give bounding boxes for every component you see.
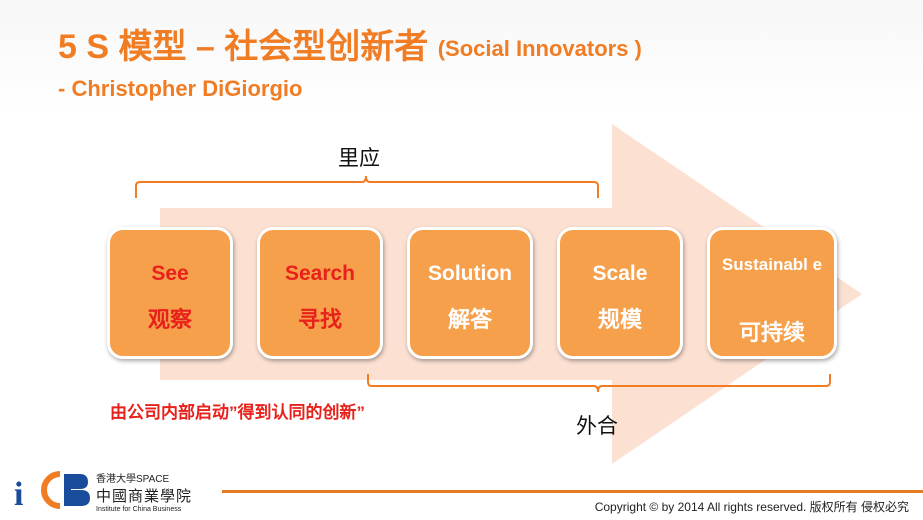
step-en: Solution — [428, 262, 512, 285]
label-inside: 里应 — [338, 147, 380, 170]
step-solution: Solution 解答 — [407, 227, 533, 359]
step-en: Search — [284, 262, 356, 285]
logo-text: 香港大學SPACE 中國商業學院 Institute for China Bus… — [96, 470, 236, 513]
step-zh: 寻找 — [297, 307, 342, 332]
page-title: 5 S 模型 – 社会型创新者 (Social Innovators ) — [58, 26, 642, 70]
logo-i-letter: i — [14, 476, 24, 513]
internal-note: 由公司内部启动”得到认同的创新” — [110, 403, 365, 422]
step-search: Search 寻找 — [257, 227, 383, 359]
author-line: - Christopher DiGiorgio — [58, 76, 303, 101]
step-sustainable: Sustainabl e 可持续 — [707, 227, 837, 359]
logo-line-1: 香港大學SPACE — [96, 474, 170, 485]
logo-cb-mark — [41, 471, 90, 509]
footer-divider — [222, 490, 923, 493]
title-main: 5 S 模型 – 社会型创新者 — [58, 28, 429, 66]
step-en: Sustainabl e — [721, 255, 823, 274]
step-scale: Scale 规模 — [557, 227, 683, 359]
label-outside: 外合 — [576, 415, 618, 438]
logo-line-3: Institute for China Business — [96, 506, 182, 513]
step-zh: 解答 — [447, 307, 492, 332]
bottom-bracket — [367, 374, 831, 393]
step-zh: 观察 — [147, 307, 192, 332]
step-zh: 可持续 — [738, 320, 805, 345]
top-bracket — [135, 175, 599, 198]
step-zh: 规模 — [597, 307, 642, 332]
copyright-text: Copyright © by 2014 All rights reserved.… — [594, 500, 909, 514]
logo-line-2: 中國商業學院 — [96, 488, 193, 505]
step-en: See — [151, 262, 189, 285]
step-see: See 观察 — [107, 227, 233, 359]
title-sub: (Social Innovators ) — [437, 36, 642, 61]
step-en: Scale — [592, 262, 648, 285]
